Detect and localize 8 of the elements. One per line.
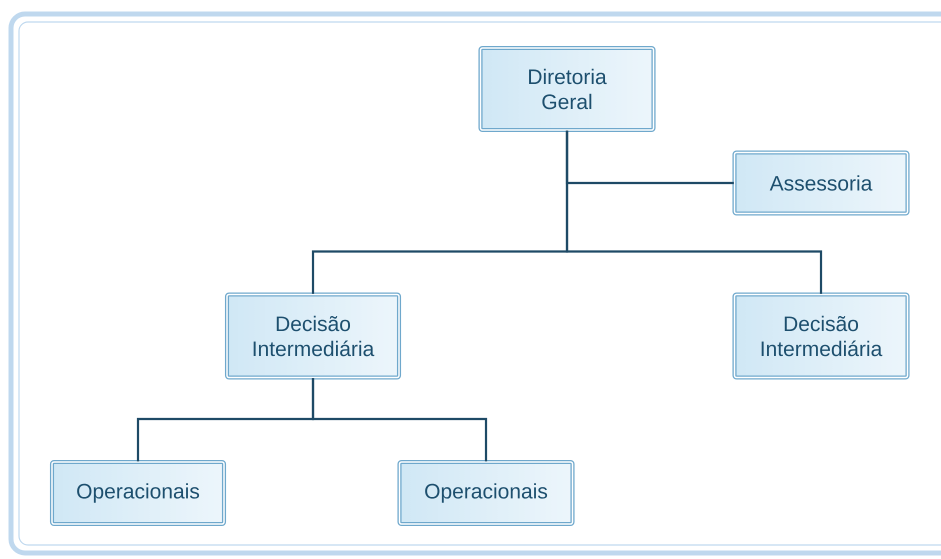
org-box: Decisão Intermediária	[732, 292, 910, 380]
connector-line	[312, 378, 488, 462]
org-box: Operacionais	[397, 460, 575, 526]
org-box: Decisão Intermediária	[224, 292, 402, 380]
connector-line	[566, 130, 822, 294]
org-box: Diretoria Geral	[478, 46, 656, 132]
org-box: Assessoria	[732, 150, 910, 216]
org-box: Operacionais	[50, 460, 226, 526]
